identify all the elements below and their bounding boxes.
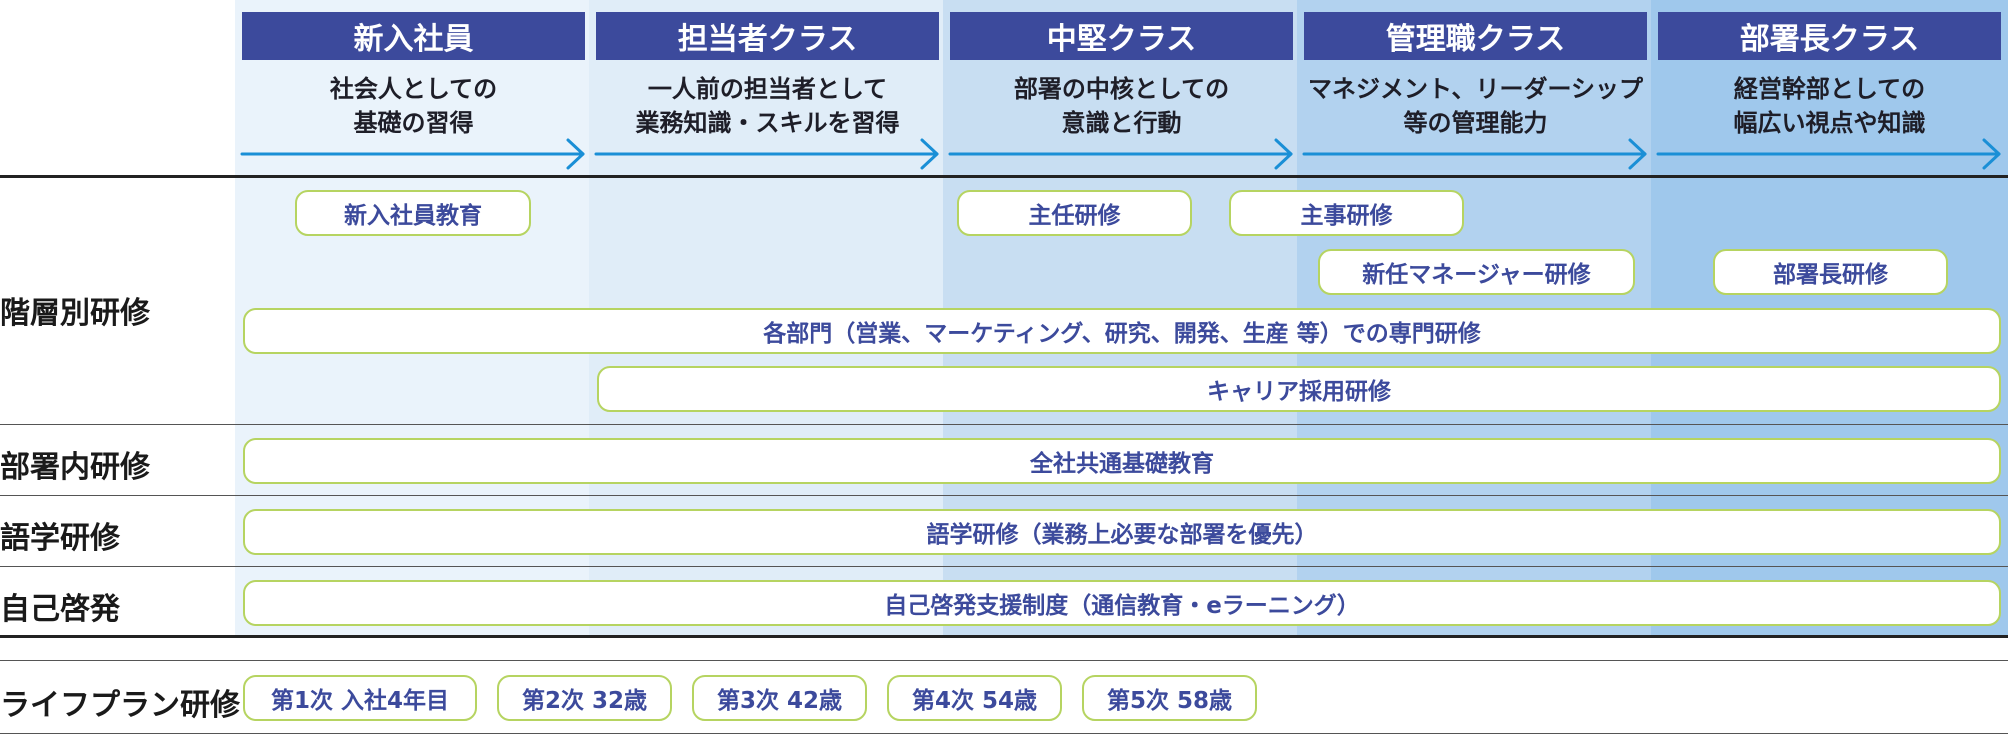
program-shuji-kenshu: 主事研修 [1229,190,1464,236]
column-description-tantou: 一人前の担当者として 業務知識・スキルを習得 [635,75,900,137]
divider-3 [0,566,2008,567]
lifeplan-item-2: 第2次 32歳 [497,675,672,721]
lifeplan-item-4: 第4次 54歳 [887,675,1062,721]
divider-lifeplan-top [0,660,2008,661]
program-zensha-kyoutsu: 全社共通基礎教育 [243,438,2001,484]
divider-bottom [0,635,2008,638]
lifeplan-item-5: 第5次 58歳 [1082,675,1257,721]
category-label-gogaku: 語学研修 [0,521,120,556]
lifeplan-item-3: 第3次 42歳 [692,675,867,721]
column-description-buchou: 経営幹部としての 幅広い視点や知識 [1733,75,1926,137]
lifeplan-item-1: 第1次 入社4年目 [243,675,477,721]
column-description-shinnyu: 社会人としての 基礎の習得 [329,75,498,137]
divider-2 [0,495,2008,496]
arrow-2-icon [594,138,939,170]
arrow-5-icon [1656,138,2001,170]
program-shinnin-manager-kenshu: 新任マネージャー研修 [1318,249,1635,295]
program-career-kenshu: キャリア採用研修 [597,366,2001,412]
program-gogaku-kenshu: 語学研修（業務上必要な部署を優先） [243,509,2001,555]
column-header-chuken: 中堅クラス [950,12,1293,60]
arrow-3-icon [948,138,1293,170]
column-description-kanri: マネジメント、リーダーシップ 等の管理能力 [1307,75,1644,137]
column-header-kanri: 管理職クラス [1304,12,1647,60]
column-header-buchou: 部署長クラス [1658,12,2001,60]
program-shunin-kenshu: 主任研修 [957,190,1192,236]
column-header-tantou: 担当者クラス [596,12,939,60]
program-buchou-kenshu: 部署長研修 [1713,249,1948,295]
divider-top [0,175,2008,178]
program-shinnyu-kyouiku: 新入社員教育 [295,190,531,236]
program-senmon-kenshu: 各部門（営業、マーケティング、研究、開発、生産 等）での専門研修 [243,308,2001,354]
arrow-1-icon [240,138,585,170]
divider-1 [0,424,2008,425]
category-label-kaisou: 階層別研修 [0,296,150,331]
column-header-shinnyu: 新入社員 [242,12,585,60]
arrow-4-icon [1302,138,1647,170]
category-label-lifeplan: ライフプラン研修 [0,688,240,723]
category-label-jiko: 自己啓発 [0,592,120,627]
column-description-chuken: 部署の中核としての 意識と行動 [1013,75,1230,137]
progression-arrows [240,138,2001,170]
program-jiko-keihatsu: 自己啓発支援制度（通信教育・eラーニング） [243,580,2001,626]
category-label-busho: 部署内研修 [0,450,150,485]
